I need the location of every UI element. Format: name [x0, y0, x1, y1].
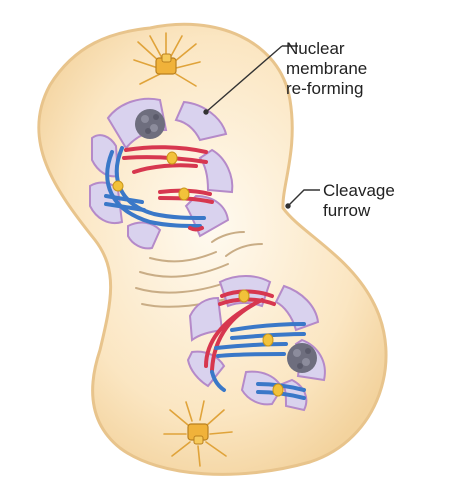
top-centromeres [112, 151, 190, 201]
bottom-centrosome-icon [163, 400, 233, 467]
top-nucleolus [135, 109, 165, 139]
bottom-chromosomes [204, 289, 306, 400]
bottom-centromeres [238, 289, 284, 397]
leader-lines [203, 45, 320, 209]
membrane-leader-line [205, 45, 298, 113]
nuclear-membrane-label: Nuclear membrane re-forming [286, 39, 368, 98]
spindle-fibers [135, 231, 263, 308]
cleavage-furrow-label: Cleavage furrow [323, 181, 395, 220]
furrow-leader-line [287, 189, 320, 207]
top-centrosome-icon [133, 32, 201, 87]
bottom-nucleolus [287, 343, 317, 373]
